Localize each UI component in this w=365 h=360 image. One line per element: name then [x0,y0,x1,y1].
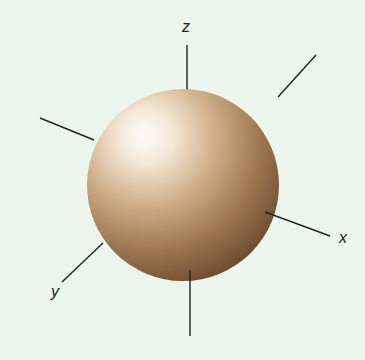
x-axis [265,212,330,236]
z-axis-top [186,45,187,92]
axis-back-right [278,55,316,97]
y-axis [62,243,103,282]
z-axis-bottom [189,270,190,336]
sphere [87,89,279,281]
axis-label: x [339,230,347,246]
axis-label: z [182,19,190,35]
axis-back-left [40,118,94,140]
axis-label: y [51,284,59,300]
